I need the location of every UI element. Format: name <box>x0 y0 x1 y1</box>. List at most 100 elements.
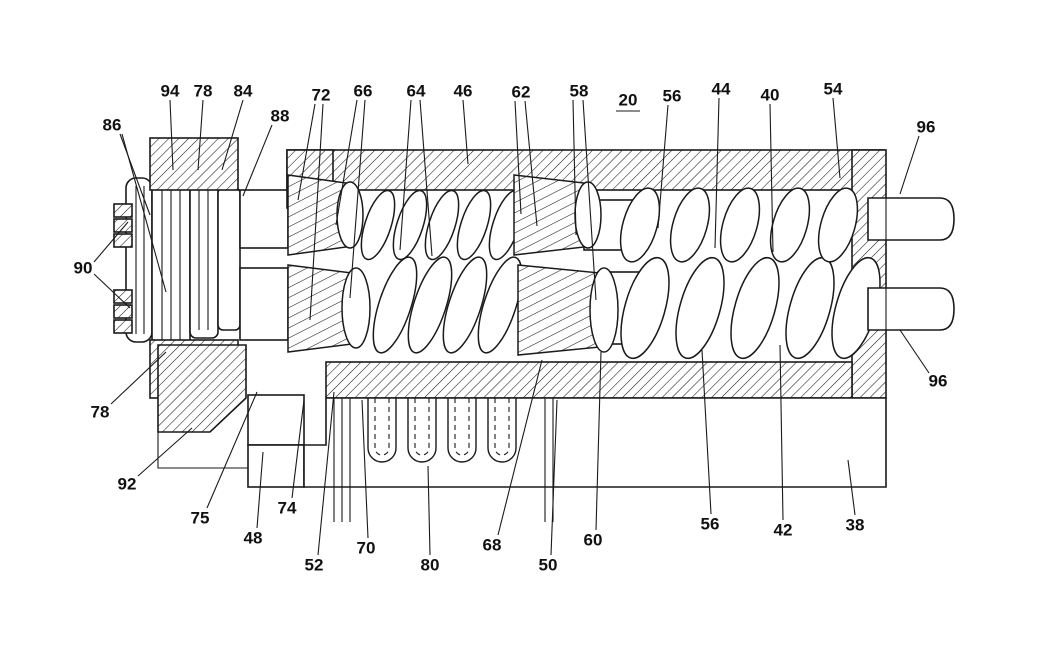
leader-line-58 <box>582 99 597 301</box>
leader-line-44 <box>714 97 720 249</box>
bolt-head <box>113 218 133 233</box>
lower-housing <box>303 397 887 488</box>
ref-label-64: 64 <box>407 82 426 101</box>
ref-label-86: 86 <box>103 116 122 135</box>
ref-label-94: 94 <box>161 82 180 101</box>
ref-label-90: 90 <box>74 259 93 278</box>
leader-line-72 <box>297 103 316 201</box>
ref-label-50: 50 <box>539 556 558 575</box>
output-shaft-upper <box>867 197 955 241</box>
ref-label-80: 80 <box>421 556 440 575</box>
leader-line-78 <box>110 351 167 405</box>
ref-label-66: 66 <box>354 82 373 101</box>
lower-flange-block <box>157 344 247 433</box>
leader-line-66 <box>335 99 358 226</box>
bolt-head <box>113 233 133 248</box>
cooling-u-tube <box>407 398 437 463</box>
leader-line-52 <box>317 391 335 556</box>
screw-flight <box>456 189 492 261</box>
leader-line-86 <box>121 133 167 293</box>
leader-line-74 <box>291 399 305 499</box>
output-shafts <box>867 197 955 331</box>
leader-line-68 <box>497 359 543 536</box>
ref-label-38: 38 <box>846 516 865 535</box>
ref-label-52: 52 <box>305 556 324 575</box>
cooling-u-tube <box>447 398 477 463</box>
screw-flight <box>719 187 761 263</box>
bolt-head <box>113 203 133 218</box>
leader-line-58 <box>572 99 577 236</box>
leader-line-96 <box>899 135 920 195</box>
leader-line-84 <box>221 99 244 171</box>
end-cap-top <box>149 137 239 191</box>
leader-line-90 <box>93 273 131 309</box>
screw-flight <box>620 256 670 360</box>
leader-line-88 <box>242 124 273 197</box>
leader-line-56 <box>701 349 712 515</box>
housing-step <box>157 432 249 487</box>
ref-label-78: 78 <box>91 403 110 422</box>
screw-flight <box>730 256 780 360</box>
upper-shaft-stub <box>239 189 289 249</box>
ref-label-20: 20 <box>619 91 638 110</box>
kneading-block <box>517 264 601 356</box>
screw-flight <box>360 189 396 261</box>
screw-flight <box>442 256 488 354</box>
kneading-face <box>574 181 602 249</box>
leader-line-66 <box>349 99 366 299</box>
kneading-block <box>513 174 585 256</box>
ref-label-44: 44 <box>712 80 731 99</box>
ref-label-56: 56 <box>663 87 682 106</box>
leader-line-64 <box>399 99 412 251</box>
ref-label-92: 92 <box>118 475 137 494</box>
cooling-u-tube <box>367 398 397 463</box>
ref-label-74: 74 <box>278 499 297 518</box>
kneading-face <box>341 267 371 349</box>
kneading-face <box>589 267 619 353</box>
leader-line-62 <box>514 100 522 215</box>
leader-line-40 <box>769 103 774 253</box>
ref-label-62: 62 <box>512 83 531 102</box>
leader-line-60 <box>595 351 602 531</box>
leader-line-62 <box>524 100 538 227</box>
screw-flight <box>372 256 418 354</box>
leader-line-46 <box>462 99 469 165</box>
end-ring-3 <box>189 179 219 339</box>
ref-label-54: 54 <box>824 80 843 99</box>
leader-line-86 <box>119 133 151 216</box>
ref-label-60: 60 <box>584 531 603 550</box>
leader-line-70 <box>361 399 369 539</box>
ref-label-68: 68 <box>483 536 502 555</box>
bolt-head <box>113 304 133 319</box>
leader-line-78 <box>197 99 204 171</box>
ref-label-70: 70 <box>357 539 376 558</box>
ref-label-42: 42 <box>774 521 793 540</box>
screw-flight <box>407 256 453 354</box>
ref-label-46: 46 <box>454 82 473 101</box>
ref-label-96: 96 <box>917 118 936 137</box>
ref-label-48: 48 <box>244 529 263 548</box>
ref-label-78: 78 <box>194 82 213 101</box>
ref-label-40: 40 <box>761 86 780 105</box>
leader-line-64 <box>419 99 433 257</box>
screw-flight <box>817 187 859 263</box>
screw-flight <box>669 187 711 263</box>
leader-line-56 <box>657 104 669 229</box>
bolt-head <box>113 289 133 304</box>
leader-line-54 <box>832 97 841 179</box>
leader-line-48 <box>256 451 264 529</box>
leader-line-90 <box>93 221 129 263</box>
kneading-face <box>336 181 364 249</box>
leader-line-38 <box>847 459 856 516</box>
ref-label-88: 88 <box>271 107 290 126</box>
ref-label-96: 96 <box>929 372 948 391</box>
end-ring-4 <box>217 187 241 331</box>
lower-shaft-stub <box>239 267 289 341</box>
bolt-head <box>113 319 133 334</box>
kneading-elements <box>287 174 619 356</box>
ref-label-75: 75 <box>191 509 210 528</box>
leader-line-80 <box>427 465 431 556</box>
